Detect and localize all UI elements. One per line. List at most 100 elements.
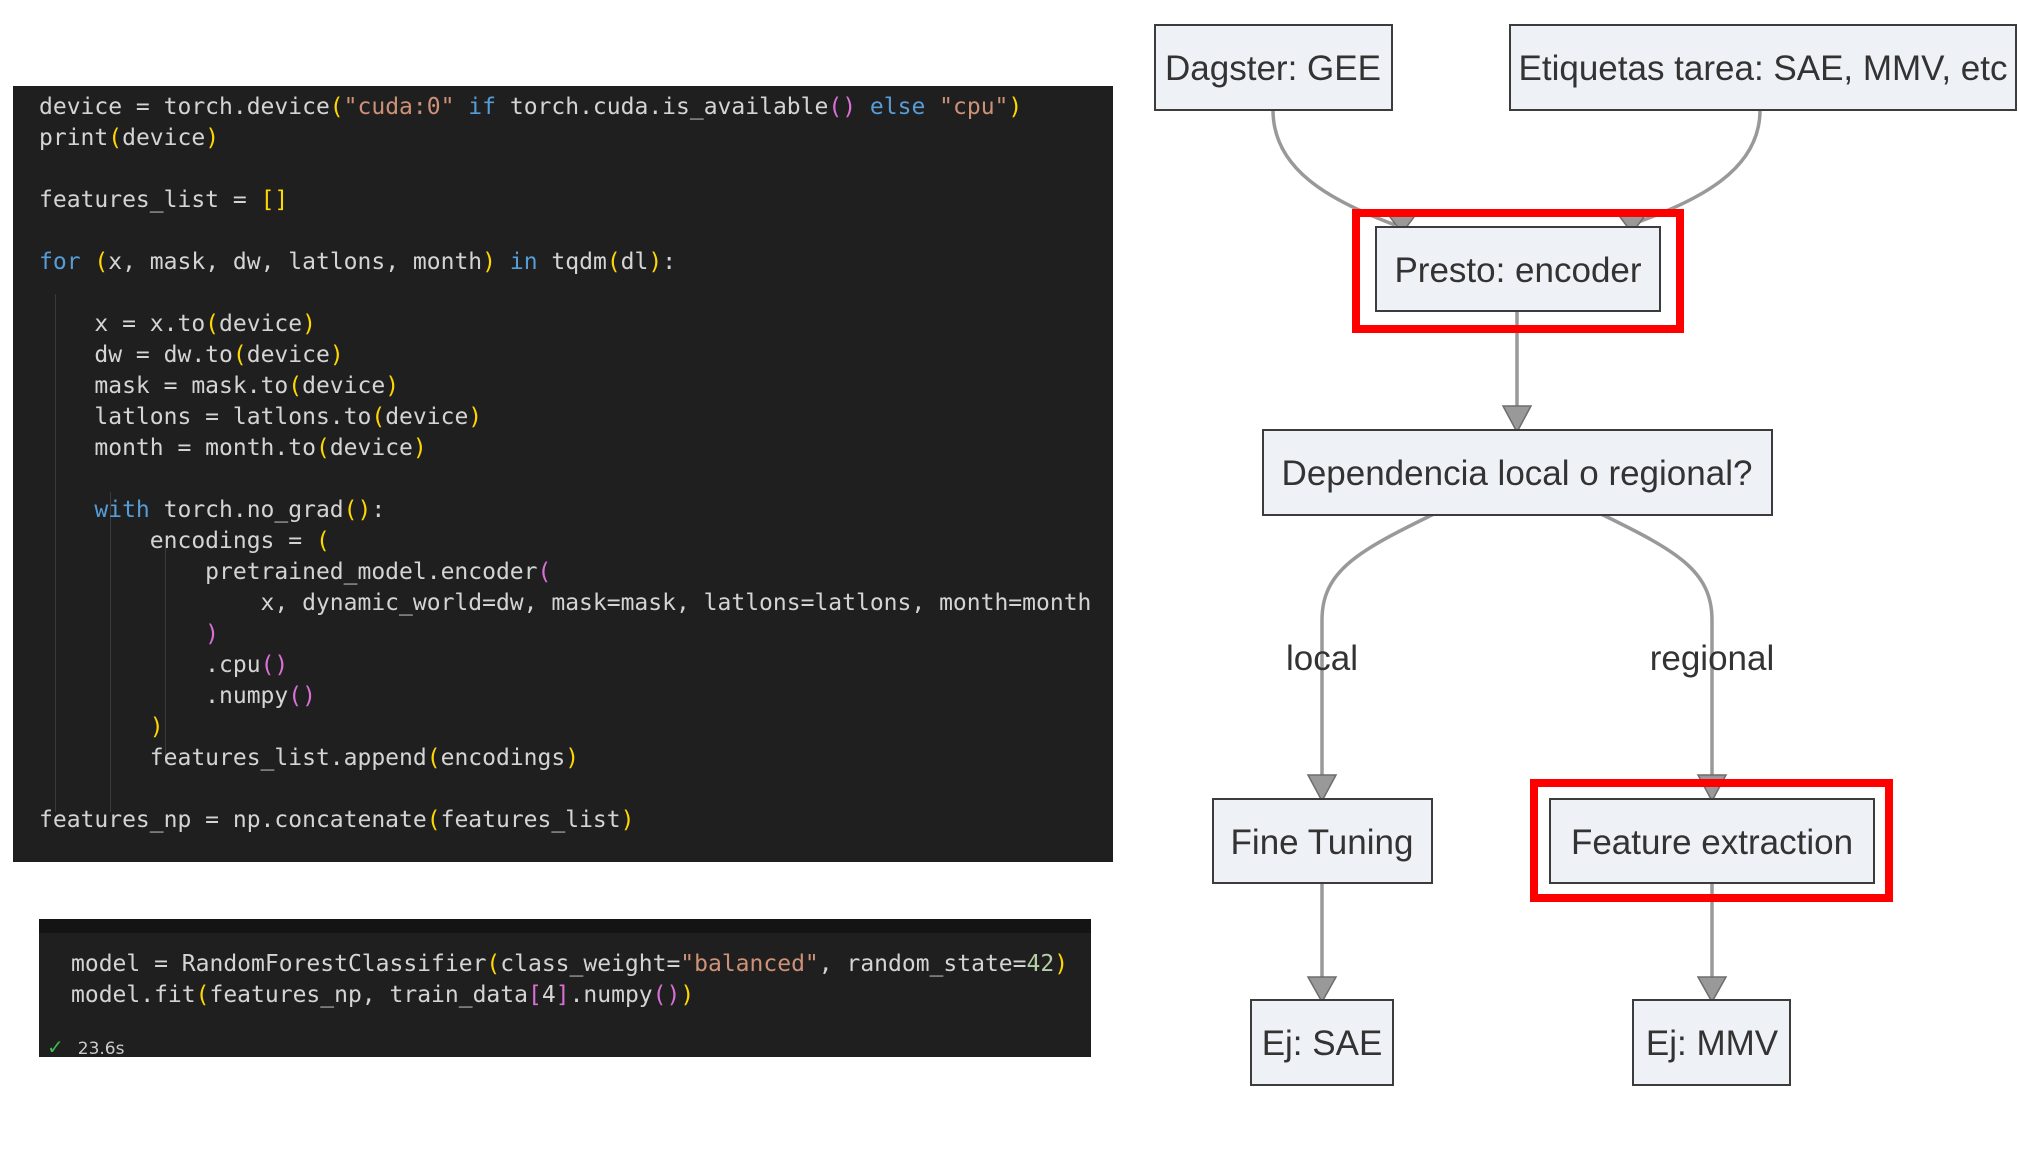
code-token: ) [205,621,220,647]
node-feature-extraction[interactable]: Feature extraction [1549,798,1875,884]
code-cell-model-fit[interactable]: model = RandomForestClassifier(class_wei… [39,919,1091,1059]
code-token: ( [371,404,386,430]
arrowhead [1306,976,1338,1004]
code-cell-encoder-loop[interactable]: device = torch.device("cuda:0" if torch.… [13,86,1113,862]
code-token: latlons = latlons.to [39,404,372,430]
code-line: print(device) [39,123,219,154]
code-token: () [343,497,372,523]
code-token: with [94,497,150,523]
code-line: .numpy() [39,681,316,712]
node-dagster[interactable]: Dagster: GEE [1154,24,1393,111]
node-dagster-label: Dagster: GEE [1165,49,1381,88]
code-token: ) [329,342,344,368]
code-token: ) [205,125,220,151]
code-token: [] [260,187,289,213]
edge-dagster-presto [1271,109,1396,227]
code-token: mask = mask.to [39,373,289,399]
arrowhead [1306,774,1338,803]
node-dependencia[interactable]: Dependencia local o regional? [1262,429,1773,516]
edge-dependencia-featureextraction [1598,511,1714,783]
edge-label-regional: regional [1650,639,1775,678]
code-line: features_list = [] [39,185,288,216]
highlight-box-feature-extraction [1530,779,1893,902]
node-dependencia-label: Dependencia local o regional? [1282,454,1753,493]
node-presto-label: Presto: encoder [1394,251,1641,290]
arrowhead [1696,976,1728,1004]
code-token: .cpu [39,652,261,678]
code-token: device [219,311,303,337]
node-fine-tuning[interactable]: Fine Tuning [1212,798,1433,884]
code-token: 42 [1026,951,1055,977]
code-token: ( [426,745,441,771]
code-token: dw = dw.to [39,342,233,368]
code-token: ( [232,342,247,368]
node-fine-tuning-label: Fine Tuning [1231,823,1414,862]
code-line: features_np = np.concatenate(features_li… [39,805,634,836]
node-feature-extraction-label: Feature extraction [1571,823,1853,862]
node-etiquetas-label: Etiquetas tarea: SAE, MMV, etc [1519,49,2008,88]
code-token: ) [149,714,164,740]
node-ej-sae[interactable]: Ej: SAE [1250,999,1394,1086]
code-token: device [329,435,413,461]
highlight-box-presto [1352,209,1684,333]
code-token: ( [94,249,109,275]
code-token: ( [288,373,303,399]
code-token: ( [426,807,441,833]
code-token: ( [108,125,123,151]
code-token: [ [527,982,542,1008]
code-line: with torch.no_grad(): [39,495,385,526]
node-ej-sae-label: Ej: SAE [1262,1024,1383,1063]
code-token: .numpy [569,982,653,1008]
arrowhead [1501,405,1533,434]
code-token: "cuda:0" [343,94,455,120]
code-token: device = torch.device [39,94,330,120]
code-line: mask = mask.to(device) [39,371,399,402]
code-token: .numpy [39,683,289,709]
code-token: ( [205,311,220,337]
code-token: ) [1008,94,1023,120]
code-token: "cpu" [939,94,1009,120]
node-ej-mmv-label: Ej: MMV [1646,1024,1779,1063]
code-token: ( [195,982,210,1008]
code-token: encodings = [39,528,316,554]
code-token: torch.no_grad [149,497,344,523]
code-token: ( [329,94,344,120]
code-token: if [468,94,496,120]
code-token: ) [1054,951,1069,977]
code-line: .cpu() [39,650,288,681]
indent-guide [110,492,111,812]
code-line: model = RandomForestClassifier(class_wei… [71,949,1068,980]
node-etiquetas[interactable]: Etiquetas tarea: SAE, MMV, etc [1509,24,2017,111]
code-line: month = month.to(device) [39,433,427,464]
code-token: features_list.append [39,745,427,771]
code-token: device [122,125,206,151]
code-line: encodings = ( [39,526,330,557]
execution-time: 23.6s [77,1039,125,1059]
code-token: device [302,373,386,399]
code-token: encodings [440,745,566,771]
code-token: ( [537,559,552,585]
code-line: x = x.to(device) [39,309,316,340]
code-token: model = RandomForestClassifier [71,951,487,977]
code-token: features_np = np.concatenate [39,807,427,833]
code-line: for (x, mask, dw, latlons, month) in tqd… [39,247,676,278]
code-line: features_list.append(encodings) [39,743,579,774]
code-token: : [371,497,386,523]
node-presto[interactable]: Presto: encoder [1375,226,1661,312]
cell-status: ✓23.6s [47,1035,124,1059]
code-token: ) [302,311,316,337]
node-ej-mmv[interactable]: Ej: MMV [1632,999,1791,1086]
code-line: latlons = latlons.to(device) [39,402,482,433]
code-token: ) [412,435,427,461]
code-token: ) [482,249,496,275]
code-line: dw = dw.to(device) [39,340,344,371]
code-token: x, dynamic_world=dw, mask=mask, latlons=… [39,590,1092,616]
code-token: x = x.to [39,311,206,337]
code-token: device [246,342,330,368]
code-token: () [288,683,316,709]
code-token: torch.cuda.is_available [496,94,829,120]
edge-etiquetas-presto [1629,109,1762,227]
code-token: ( [606,249,621,275]
code-line: x, dynamic_world=dw, mask=mask, latlons=… [39,588,1092,619]
